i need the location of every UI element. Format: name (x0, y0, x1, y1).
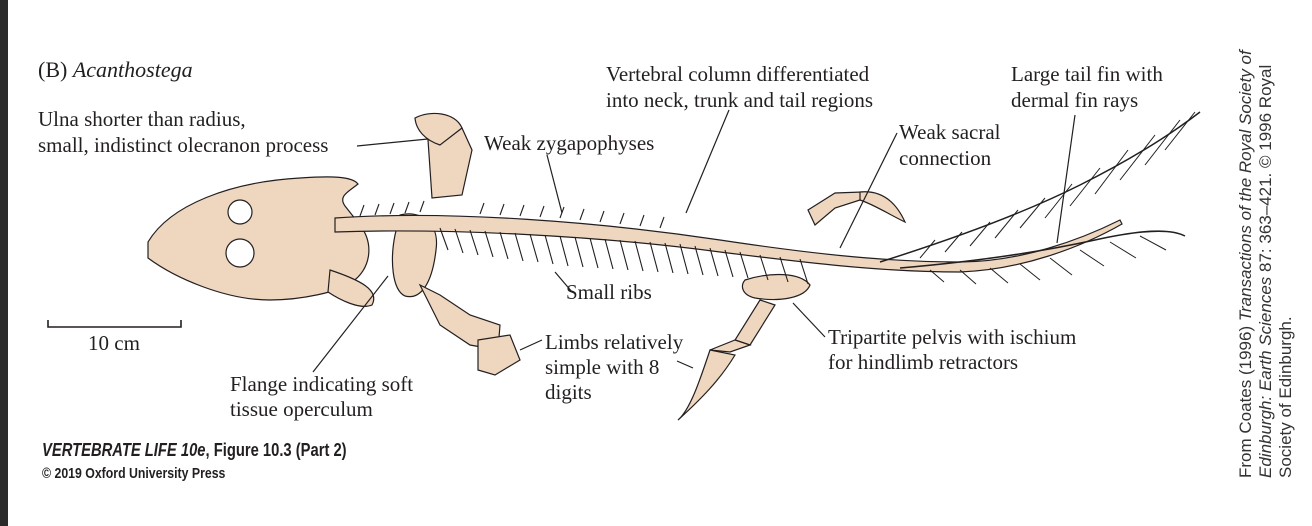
label-limbs-3: digits (545, 380, 592, 405)
caption-book: VERTEBRATE LIFE 10e (42, 440, 206, 460)
label-ribs: Small ribs (566, 280, 652, 305)
scale-bar (48, 320, 181, 327)
label-sacral-2: connection (899, 146, 991, 171)
caption-copyright: © 2019 Oxford University Press (42, 465, 225, 482)
hindlimb-foot (478, 335, 520, 375)
label-ulna-1: Ulna shorter than radius, (38, 107, 246, 132)
hind-foot (678, 350, 735, 420)
label-vertebral-1: Vertebral column differentiated (606, 62, 869, 87)
figure-caption: VERTEBRATE LIFE 10e, Figure 10.3 (Part 2… (42, 440, 347, 461)
label-vertebral-2: into neck, trunk and tail regions (606, 88, 873, 113)
orbit-upper (228, 200, 252, 224)
label-limbs-1: Limbs relatively (545, 330, 683, 355)
label-pelvis-1: Tripartite pelvis with ischium (828, 325, 1076, 350)
credit-line2-plain: 87: 363–421. © 1996 Royal (1256, 65, 1275, 277)
label-zygapophyses: Weak zygapophyses (484, 131, 654, 156)
credit-line1-plain: From Coates (1996) (1236, 321, 1255, 478)
label-pelvis-2: for hindlimb retractors (828, 350, 1018, 375)
label-flange-2: tissue operculum (230, 397, 373, 422)
label-sacral-1: Weak sacral (899, 120, 1001, 145)
label-ulna-2: small, indistinct olecranon process (38, 133, 328, 158)
image-credit: From Coates (1996) Transactions of the R… (1236, 50, 1296, 478)
credit-line2-italic: Edinburgh: Earth Sciences (1256, 277, 1275, 478)
label-limbs-2: simple with 8 (545, 355, 659, 380)
pelvis (742, 275, 810, 300)
caption-figure: , Figure 10.3 (Part 2) (206, 440, 347, 460)
upper-foot (860, 192, 905, 222)
credit-line3: Society of Edinburgh. (1276, 50, 1296, 478)
label-tailfin-2: dermal fin rays (1011, 88, 1138, 113)
scale-bar-label: 10 cm (88, 331, 140, 356)
label-flange-1: Flange indicating soft (230, 372, 413, 397)
credit-line1-italic: Transactions of the Royal Society of (1236, 50, 1255, 321)
hind-femur (735, 300, 775, 345)
orbit-lower (226, 239, 254, 267)
label-tailfin-1: Large tail fin with (1011, 62, 1163, 87)
